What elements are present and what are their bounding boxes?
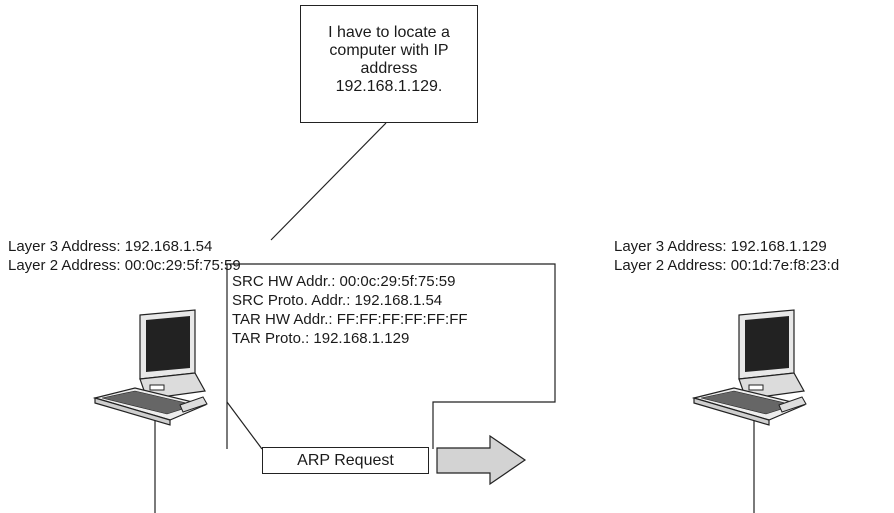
source-computer-icon [92,309,208,426]
source-layer2-address: Layer 2 Address: 00:0c:29:5f:75:59 [8,257,241,274]
arp-request-label: ARP Request [262,447,429,474]
target-layer2-address: Layer 2 Address: 00:1d:7e:f8:23:d [614,257,840,274]
callout-line-4: 192.168.1.129. [335,78,443,95]
target-host-addresses: Layer 3 Address: 192.168.1.129 Layer 2 A… [614,237,839,275]
packet-tar-proto-addr: TAR Proto.: 192.168.1.129 [232,330,410,347]
packet-src-proto-addr: SRC Proto. Addr.: 192.168.1.54 [232,292,443,309]
target-layer3-address: Layer 3 Address: 192.168.1.129 [614,238,827,255]
thought-callout-box: I have to locate a computer with IP addr… [300,5,478,123]
packet-src-hw-addr: SRC HW Addr.: 00:0c:29:5f:75:59 [232,273,456,290]
target-computer-icon [691,309,807,426]
packet-frame-left-pointer [226,401,263,450]
callout-text: I have to locate a computer with IP addr… [301,24,477,96]
arp-request-arrow [436,434,527,486]
packet-tar-hw-addr: TAR HW Addr.: FF:FF:FF:FF:FF:FF [232,311,468,328]
source-host-addresses: Layer 3 Address: 192.168.1.54 Layer 2 Ad… [8,237,241,275]
callout-pointer-line [270,122,387,241]
callout-line-2: computer with IP [329,42,449,59]
source-layer3-address: Layer 3 Address: 192.168.1.54 [8,238,213,255]
callout-line-1: I have to locate a [328,24,450,41]
arp-packet-fields: SRC HW Addr.: 00:0c:29:5f:75:59 SRC Prot… [232,272,468,348]
callout-line-3: address [360,60,418,77]
